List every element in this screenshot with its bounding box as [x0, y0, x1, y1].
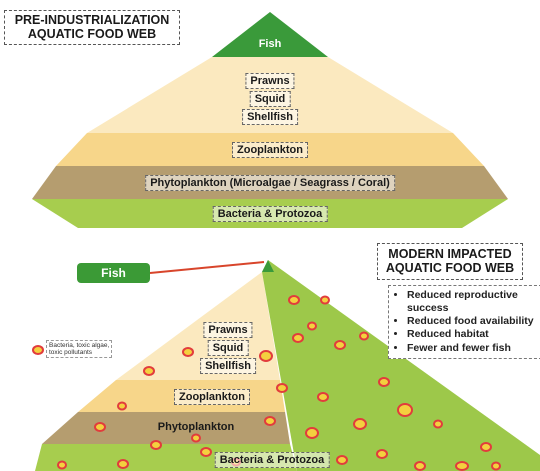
shellfish-label-bottom: Shellfish: [200, 358, 256, 374]
prawns-label: Prawns: [245, 73, 295, 89]
pollutant-blob: [317, 392, 329, 402]
pollutant-legend: Bacteria, toxic algae, toxic pollutants: [46, 340, 113, 359]
pollutant-blob: [57, 460, 67, 470]
modern-impacted-title: MODERN IMPACTED AQUATIC FOOD WEB: [377, 243, 523, 280]
pollutant-blob: [292, 333, 304, 343]
prawns-label-bottom: Prawns: [203, 322, 253, 338]
pollutant-blob: [307, 321, 317, 331]
pollutant-blob: [455, 461, 469, 471]
pollutant-blob: [359, 331, 369, 341]
legend-line-1: Bacteria, toxic algae,: [49, 342, 110, 349]
pollutant-blob: [334, 340, 346, 350]
squid-label: Squid: [249, 91, 291, 107]
pollutant-blob: [276, 383, 288, 393]
pollutant-blob: [491, 461, 501, 471]
title-line-2: AQUATIC FOOD WEB: [385, 261, 515, 276]
fish-connector-line: [149, 261, 265, 274]
impacted-pyramid-intact: [35, 272, 297, 471]
legend-blob: [32, 345, 44, 355]
pollutant-blob: [397, 403, 413, 417]
pollutant-blob: [305, 427, 319, 439]
fish-tag: Fish: [77, 263, 150, 283]
pollutant-blob: [200, 447, 212, 457]
phytoplankton-label-bottom: Phytoplankton: [157, 421, 235, 433]
effect-item: Reduced habitat: [407, 328, 535, 341]
pollutant-blob: [376, 449, 388, 459]
shellfish-label: Shellfish: [242, 109, 298, 125]
phytoplankton-label: Phytoplankton (Microalgae / Seagrass / C…: [145, 175, 395, 191]
impact-effects-list: Reduced reproductive success Reduced foo…: [388, 285, 540, 359]
pollutant-blobs: [32, 295, 501, 471]
pollutant-blob: [378, 377, 390, 387]
pollutant-blob: [191, 433, 201, 443]
fish-label: Fish: [258, 38, 282, 50]
pollutant-blob: [150, 440, 162, 450]
pollutant-blob: [94, 422, 106, 432]
pollutant-blob: [117, 459, 129, 469]
fish-apex-remnant: [262, 260, 274, 272]
title-line-1: MODERN IMPACTED: [388, 247, 512, 261]
pre-industrial-title: PRE-INDUSTRIALIZATION AQUATIC FOOD WEB: [4, 10, 180, 45]
fish-apex: [212, 12, 328, 57]
pollutant-blob: [414, 461, 426, 471]
pollutant-blob: [336, 455, 348, 465]
title-line-2: AQUATIC FOOD WEB: [27, 27, 157, 42]
pollutant-blob: [320, 295, 330, 305]
zooplankton-label: Zooplankton: [232, 142, 308, 158]
contaminated-zone: [262, 260, 540, 471]
bacteria-label: Bacteria & Protozoa: [212, 206, 328, 222]
legend-line-2: toxic pollutants: [49, 349, 92, 357]
pollutant-blob: [182, 347, 194, 357]
effect-item: Reduced food availability: [407, 315, 535, 328]
pollutant-blob: [143, 366, 155, 376]
pollutant-blob: [433, 419, 443, 429]
pollutant-blob: [264, 416, 276, 426]
pollutant-blob: [353, 418, 367, 430]
pollutant-blob: [259, 350, 273, 362]
effect-item: Fewer and fewer fish: [407, 342, 535, 355]
pollutant-blob: [480, 442, 492, 452]
zooplankton-label-bottom: Zooplankton: [174, 389, 250, 405]
pollutant-blob: [117, 401, 127, 411]
title-line-1: PRE-INDUSTRIALIZATION: [14, 13, 170, 27]
squid-label-bottom: Squid: [207, 340, 249, 356]
bacteria-label-bottom: Bacteria & Protozoa: [214, 452, 330, 468]
pollutant-blob: [288, 295, 300, 305]
effect-item: Reduced reproductive success: [407, 289, 535, 315]
phytoplankton-layer-bottom: [42, 412, 290, 444]
